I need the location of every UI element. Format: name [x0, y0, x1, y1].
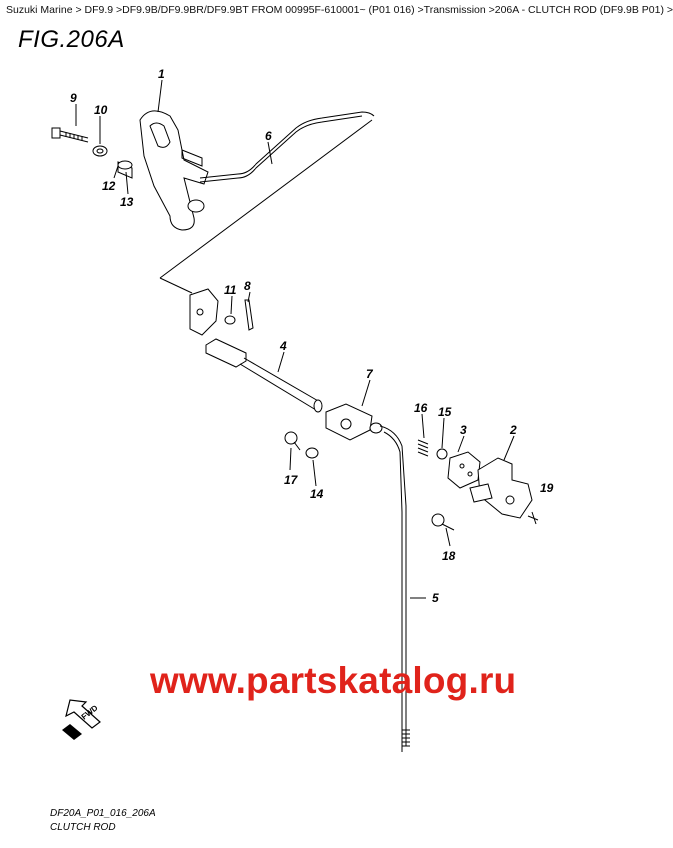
part-bracket: [189, 288, 219, 336]
callout-11: 11: [224, 283, 237, 297]
part-5-rod: [379, 425, 410, 752]
callout-6: 6: [265, 129, 272, 143]
callout-9: 9: [70, 91, 77, 105]
part-10-washer: [92, 145, 108, 157]
part-17-bolt: [284, 431, 301, 451]
drawing-code: DF20A_P01_016_206A: [50, 808, 156, 819]
callout-15: 15: [438, 405, 452, 419]
fwd-arrow-icon: FWD: [62, 699, 101, 740]
part-7-joint: [325, 403, 383, 441]
callout-12: 12: [102, 179, 116, 193]
figure-title: FIG.206A: [18, 26, 125, 53]
part-18-bolt: [431, 513, 455, 531]
callout-10: 10: [94, 103, 108, 117]
callout-7: 7: [366, 367, 374, 381]
breadcrumb[interactable]: Suzuki Marine > DF9.9 >DF9.9B/DF9.9BR/DF…: [6, 4, 673, 16]
part-4-shaft: [205, 338, 323, 413]
callout-2: 2: [509, 423, 517, 437]
part-2-cam: [469, 457, 533, 519]
part-13-collar: [117, 160, 133, 179]
callout-13: 13: [120, 195, 134, 209]
callout-3: 3: [460, 423, 467, 437]
callout-14: 14: [310, 487, 324, 501]
callout-19: 19: [540, 481, 554, 495]
callout-4: 4: [279, 339, 287, 353]
parts-diagram: FWD 1 9 10 6 12 13 11 8 4 7 16 15 3 2 17…: [51, 67, 554, 752]
callout-16: 16: [414, 401, 428, 415]
callout-8: 8: [244, 279, 251, 293]
callout-1: 1: [158, 67, 165, 81]
caption: CLUTCH ROD: [50, 822, 116, 833]
part-6-rod: [199, 111, 375, 183]
callout-18: 18: [442, 549, 456, 563]
part-3-plate: [447, 451, 481, 489]
watermark: www.partskatalog.ru: [150, 660, 517, 701]
part-1-lever: [139, 110, 209, 231]
part-9-bolt: [51, 127, 89, 143]
callout-5: 5: [432, 591, 439, 605]
callout-17: 17: [284, 473, 299, 487]
